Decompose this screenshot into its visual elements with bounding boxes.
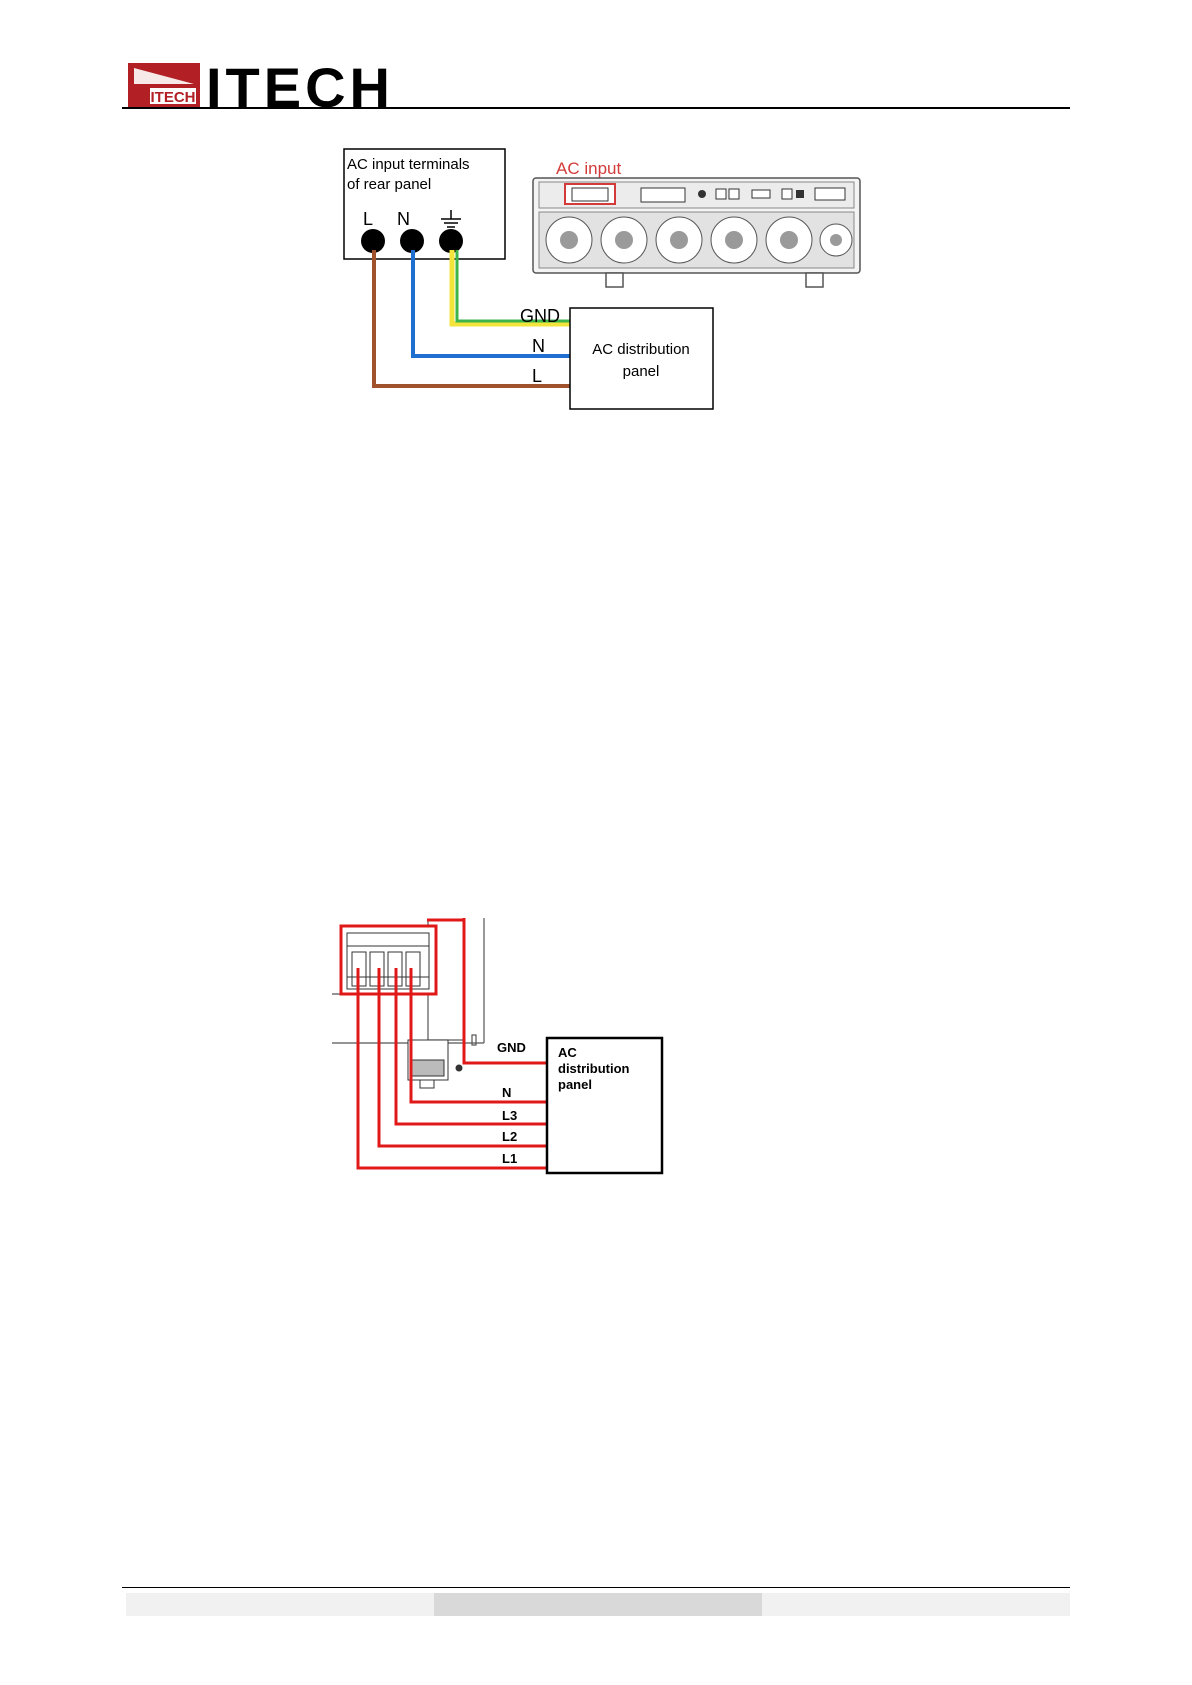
distribution-panel-3ph-line3: panel [558, 1077, 592, 1092]
distribution-panel-3ph-line2: distribution [558, 1061, 630, 1076]
wire-label-l3: L3 [502, 1108, 517, 1123]
distribution-panel-3ph-line1: AC [558, 1045, 577, 1060]
footer-rule [122, 1587, 1070, 1588]
three-phase-wiring-diagram: GND N L3 L2 L1 AC distribution panel [0, 0, 1192, 1200]
footer-page-block [434, 1593, 762, 1616]
wire-label-gnd-3ph: GND [497, 1040, 526, 1055]
wire-label-n-3ph: N [502, 1085, 511, 1100]
wire-label-l2: L2 [502, 1129, 517, 1144]
wire-label-l1: L1 [502, 1151, 517, 1166]
connector-block-icon [408, 1040, 462, 1088]
wire-l1 [358, 968, 548, 1168]
